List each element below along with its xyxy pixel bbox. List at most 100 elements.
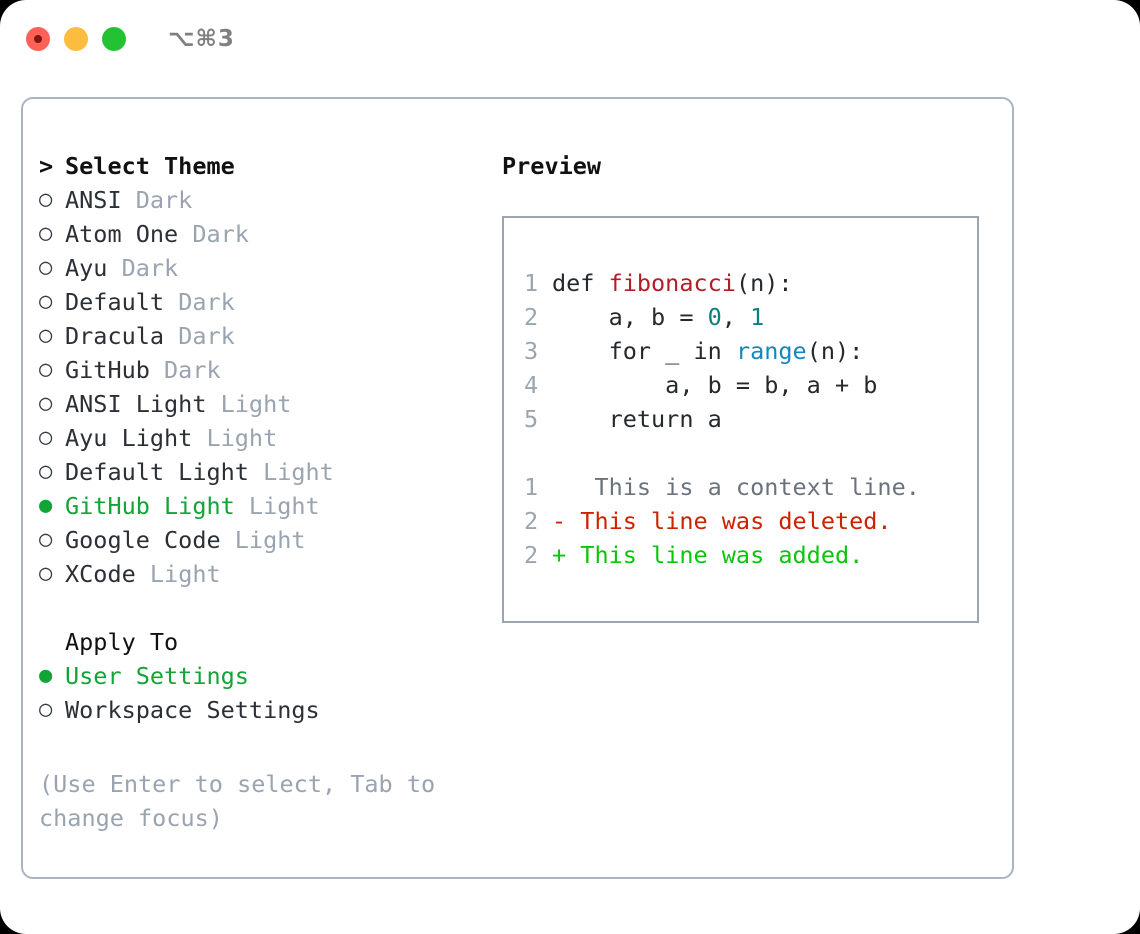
code-token: for _ in — [552, 337, 736, 365]
radio-unselected-icon[interactable]: ○ — [39, 391, 53, 416]
line-number: 2 — [524, 541, 539, 569]
line-number: 1 — [524, 269, 539, 297]
diff-sample: 1 This is a context line.2- This line wa… — [524, 470, 977, 572]
keyboard-hint: (Use Enter to select, Tab to change focu… — [39, 770, 450, 832]
theme-kind-badge: Light — [248, 458, 334, 486]
code-line: 2 a, b = 0, 1 — [524, 300, 977, 334]
theme-list-item[interactable]: ○ Default Light Light — [39, 455, 499, 489]
code-line: 1 def fibonacci(n): — [524, 266, 977, 300]
theme-kind-badge: Light — [135, 560, 221, 588]
code-token: a, b = — [552, 303, 708, 331]
close-button[interactable] — [26, 27, 50, 51]
line-number: 1 — [524, 473, 539, 501]
radio-selected-icon[interactable]: ● — [39, 493, 53, 518]
page-title: Select Theme — [65, 152, 235, 180]
theme-list-item[interactable]: ○ ANSI Dark — [39, 183, 499, 217]
apply-to-option-label: Workspace Settings — [65, 696, 320, 724]
radio-unselected-icon[interactable]: ○ — [39, 289, 53, 314]
theme-kind-badge: Dark — [149, 356, 221, 384]
code-token: 1 — [750, 303, 765, 331]
radio-unselected-icon[interactable]: ○ — [39, 425, 53, 450]
theme-name: Ayu Light — [65, 424, 193, 452]
theme-kind-badge: Dark — [178, 220, 249, 248]
line-number: 3 — [524, 337, 539, 365]
radio-unselected-icon[interactable]: ○ — [39, 255, 53, 280]
apply-to-option[interactable]: ○ Workspace Settings — [39, 693, 499, 727]
theme-kind-badge: Dark — [164, 322, 235, 350]
code-token: range — [735, 337, 807, 365]
code-line: 3 for _ in range(n): — [524, 334, 977, 368]
code-token: (n): — [806, 337, 864, 365]
code-line-text: for _ in range(n): — [552, 334, 864, 368]
minimize-button[interactable] — [64, 27, 88, 51]
code-line: 4 a, b = b, a + b — [524, 368, 977, 402]
theme-kind-badge: Light — [220, 526, 306, 554]
diff-line: 1 This is a context line. — [524, 470, 977, 504]
radio-unselected-icon[interactable]: ○ — [39, 697, 53, 722]
code-token: a, b = b, a + b — [552, 371, 878, 399]
theme-name: ANSI Light — [65, 390, 207, 418]
select-theme-heading: > Select Theme — [39, 149, 499, 183]
theme-kind-badge: Light — [206, 390, 292, 418]
radio-unselected-icon[interactable]: ○ — [39, 323, 53, 348]
radio-unselected-icon[interactable]: ○ — [39, 459, 53, 484]
diff-line: 2- This line was deleted. — [524, 504, 977, 538]
theme-list-item[interactable]: ○Ayu Dark — [39, 251, 499, 285]
radio-unselected-icon[interactable]: ○ — [39, 527, 53, 552]
keyboard-shortcut-label: ⌥⌘3 — [168, 26, 235, 52]
theme-list-item[interactable]: ○ ANSI Light Light — [39, 387, 499, 421]
line-number: 4 — [524, 371, 539, 399]
code-token: fibonacci — [608, 269, 736, 297]
code-token: (n): — [735, 269, 793, 297]
code-token: def — [552, 269, 609, 297]
theme-list-item[interactable]: ○ Google Code Light — [39, 523, 499, 557]
radio-unselected-icon[interactable]: ○ — [39, 221, 53, 246]
line-number: 2 — [524, 303, 539, 331]
theme-list-item[interactable]: ○Atom One Dark — [39, 217, 499, 251]
code-line: 5 return a — [524, 402, 977, 436]
title-bar: ⌥⌘3 — [0, 0, 1140, 78]
theme-name: Default Light — [65, 458, 249, 486]
diff-marker: + — [552, 541, 567, 569]
zoom-button[interactable] — [102, 27, 126, 51]
theme-name: Google Code — [65, 526, 221, 554]
content-card: >Select Theme ○ANSI Dark○Atom One Dark○A… — [21, 97, 1014, 879]
theme-kind-badge: Dark — [164, 288, 235, 316]
diff-line-text: This line was deleted. — [566, 507, 892, 535]
apply-to-option[interactable]: ●User Settings — [39, 659, 499, 693]
caret-icon: > — [39, 152, 54, 180]
radio-unselected-icon[interactable]: ○ — [39, 357, 53, 382]
code-line-text: def fibonacci(n): — [552, 266, 793, 300]
diff-marker: - — [552, 507, 567, 535]
radio-unselected-icon[interactable]: ○ — [39, 187, 53, 212]
theme-list-item[interactable]: ○Ayu Light Light — [39, 421, 499, 455]
theme-list: ○ANSI Dark○Atom One Dark○Ayu Dark○Defaul… — [39, 183, 499, 591]
theme-list-item[interactable]: ○Dracula Dark — [39, 319, 499, 353]
code-line-text: a, b = 0, 1 — [552, 300, 765, 334]
theme-name: GitHub Light — [65, 492, 235, 520]
window-controls — [26, 27, 126, 51]
theme-kind-badge: Dark — [121, 186, 193, 214]
preview-title: Preview — [502, 152, 602, 180]
theme-list-item[interactable]: ●GitHub Light Light — [39, 489, 499, 523]
theme-list-item[interactable]: ○GitHub Dark — [39, 353, 499, 387]
code-line-text: a, b = b, a + b — [552, 368, 877, 402]
diff-line-text: This is a context line. — [566, 473, 920, 501]
theme-name: Ayu — [65, 254, 108, 282]
diff-line-text: This line was added. — [566, 541, 864, 569]
theme-selector-panel: >Select Theme ○ANSI Dark○Atom One Dark○A… — [39, 149, 499, 727]
theme-list-item[interactable]: ○Default Dark — [39, 285, 499, 319]
theme-list-item[interactable]: ○XCode Light — [39, 557, 499, 591]
radio-unselected-icon[interactable]: ○ — [39, 561, 53, 586]
apply-to-list: ●User Settings ○ Workspace Settings — [39, 659, 499, 727]
radio-selected-icon[interactable]: ● — [39, 663, 53, 688]
list-spacer — [39, 591, 499, 625]
line-number: 5 — [524, 405, 539, 433]
theme-name: ANSI — [65, 186, 122, 214]
code-token: 0 — [707, 303, 722, 331]
apply-to-heading: Apply To — [65, 628, 179, 656]
